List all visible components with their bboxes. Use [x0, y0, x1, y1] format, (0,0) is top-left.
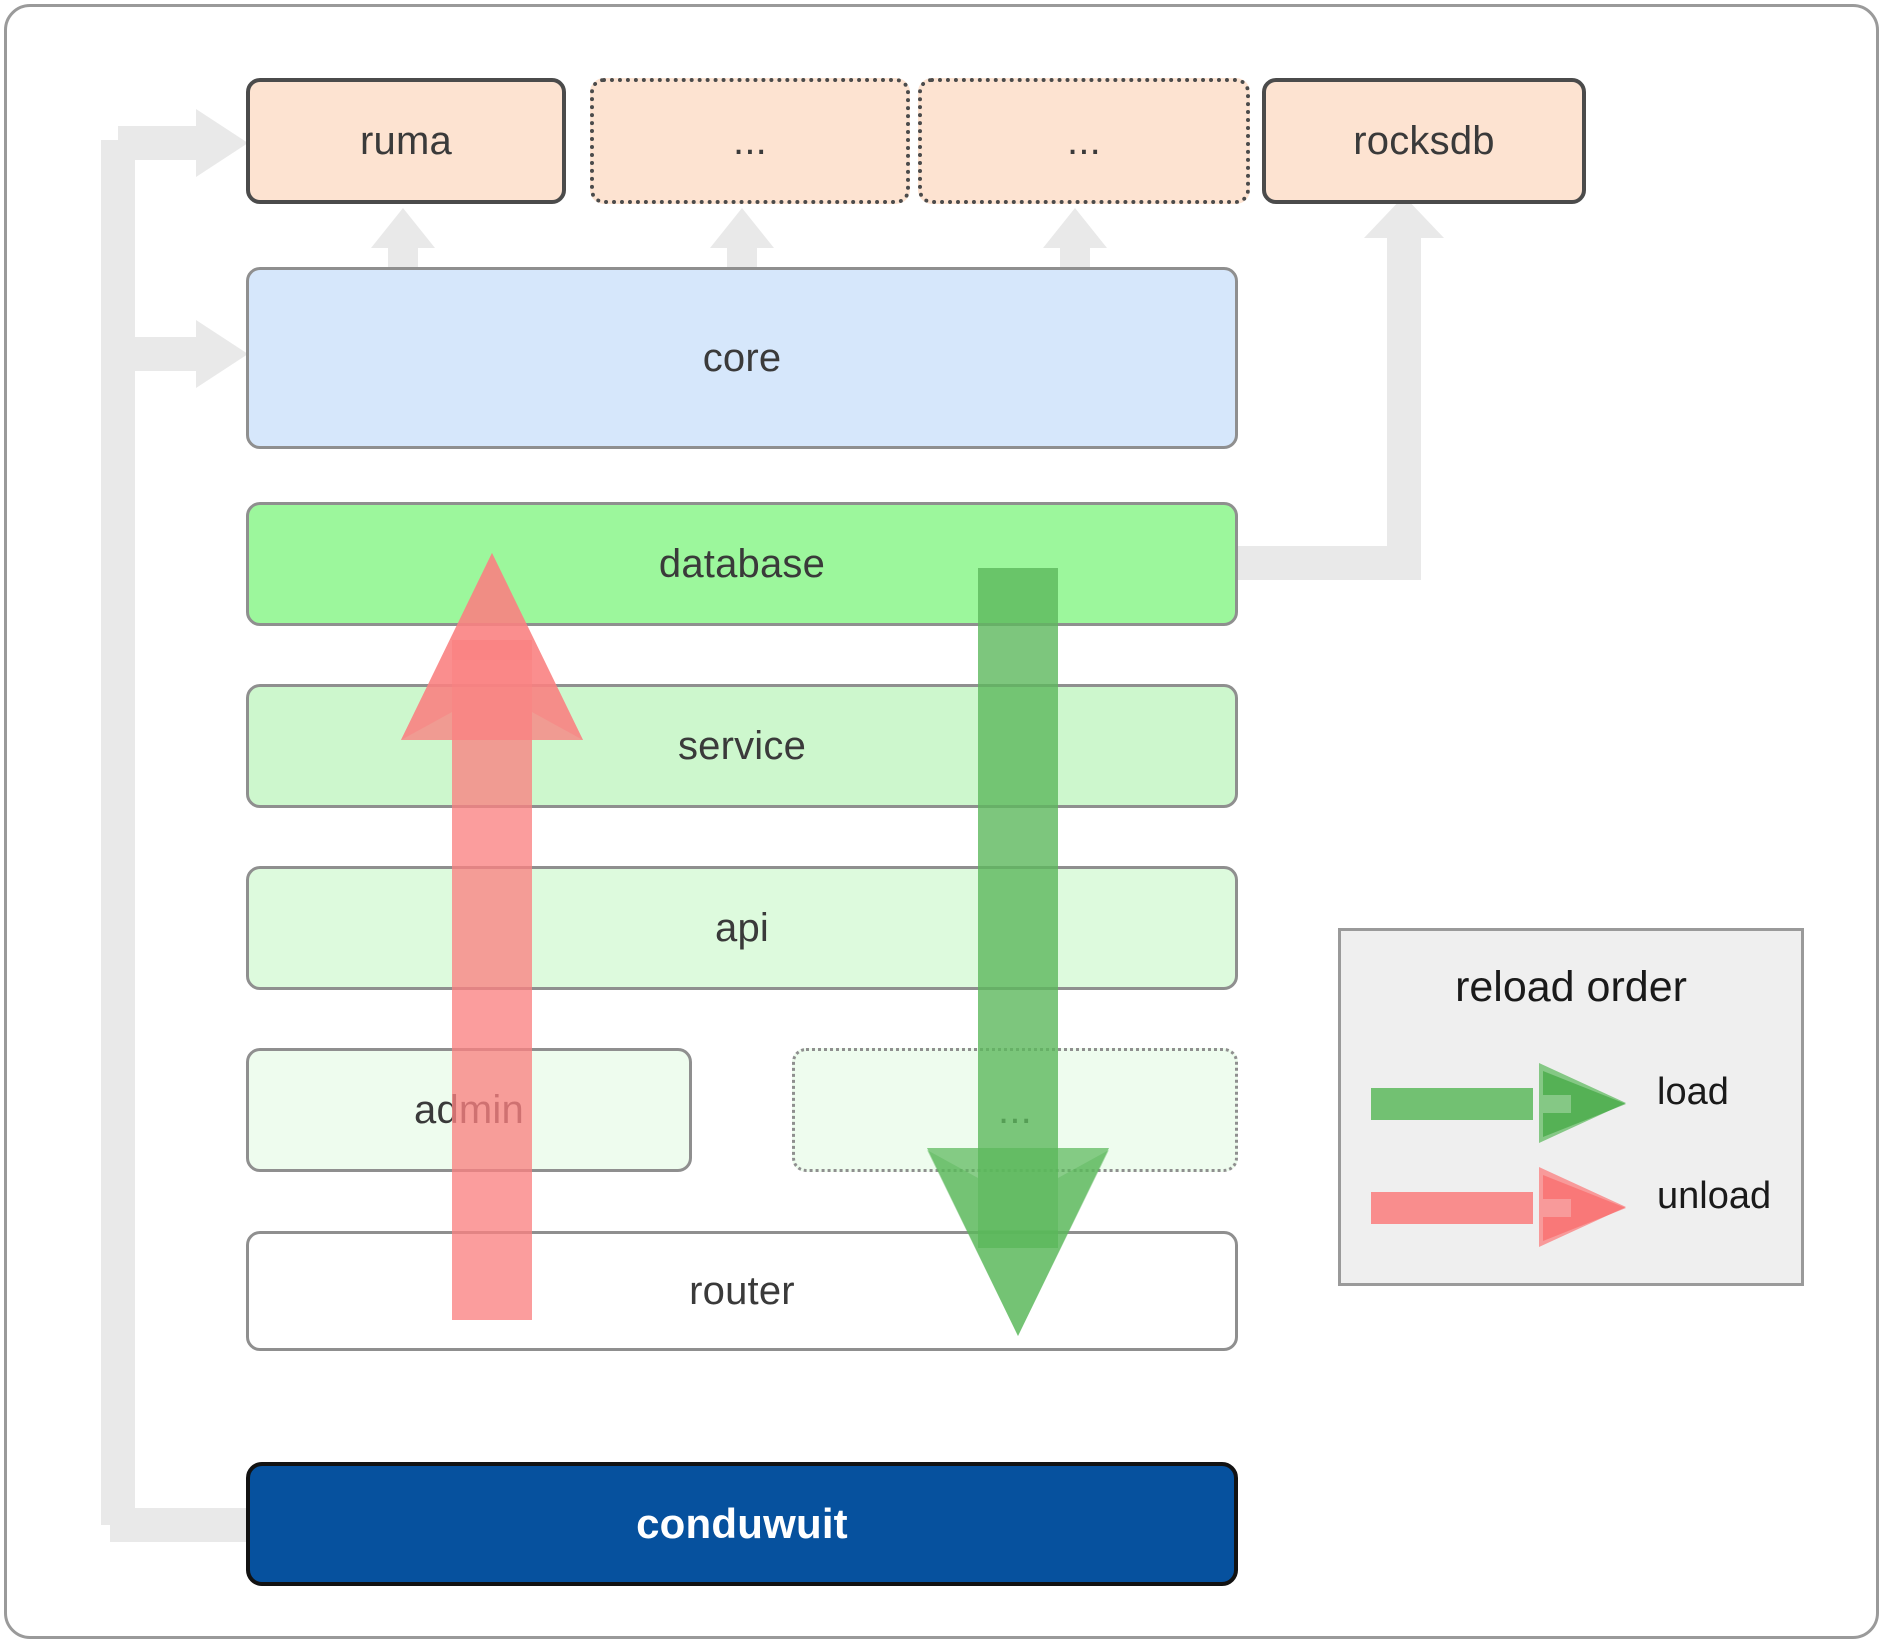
layer-admin-label: admin: [414, 1088, 524, 1132]
node-ext-ellipsis-1[interactable]: ...: [590, 78, 910, 204]
layer-router-label: router: [689, 1269, 795, 1313]
node-conduwuit-label: conduwuit: [636, 1500, 848, 1547]
node-ruma[interactable]: ruma: [246, 78, 566, 204]
connector-database-to-rocksdb: [1232, 232, 1421, 580]
connector-core-to-externals: [371, 208, 1107, 268]
node-conduwuit[interactable]: conduwuit: [246, 1462, 1238, 1586]
layer-database-label: database: [658, 542, 826, 586]
connector-arrowhead-rocksdb: [1364, 196, 1444, 238]
layer-database[interactable]: database: [246, 502, 1238, 626]
connector-arrowhead-core: [196, 320, 248, 388]
layer-core-label: core: [702, 336, 782, 380]
node-ruma-label: ruma: [360, 119, 452, 163]
node-ext-ellipsis-2[interactable]: ...: [918, 78, 1250, 204]
node-rocksdb[interactable]: rocksdb: [1262, 78, 1586, 204]
legend-panel: reload order load unload: [1338, 928, 1804, 1286]
legend-row-load: load: [1341, 1063, 1801, 1143]
layer-router[interactable]: router: [246, 1231, 1238, 1351]
unload-legend-icon: [1371, 1167, 1626, 1247]
legend-unload-label: unload: [1657, 1175, 1772, 1217]
node-ext-ellipsis-2-label: ...: [1067, 119, 1101, 163]
legend-load-label: load: [1657, 1071, 1729, 1113]
layer-admin-sibling-label: ...: [998, 1088, 1032, 1132]
layer-api[interactable]: api: [246, 866, 1238, 990]
layer-admin[interactable]: admin: [246, 1048, 692, 1172]
node-rocksdb-label: rocksdb: [1353, 119, 1495, 163]
layer-admin-sibling[interactable]: ...: [792, 1048, 1238, 1172]
node-ext-ellipsis-1-label: ...: [733, 119, 767, 163]
layer-service[interactable]: service: [246, 684, 1238, 808]
connector-arrowhead-ruma: [196, 109, 248, 177]
legend-title: reload order: [1455, 963, 1687, 1011]
legend-row-unload: unload: [1341, 1167, 1801, 1247]
layer-core[interactable]: core: [246, 267, 1238, 449]
layer-service-label: service: [677, 724, 807, 768]
layer-api-label: api: [715, 906, 769, 950]
load-legend-icon: [1371, 1063, 1626, 1143]
